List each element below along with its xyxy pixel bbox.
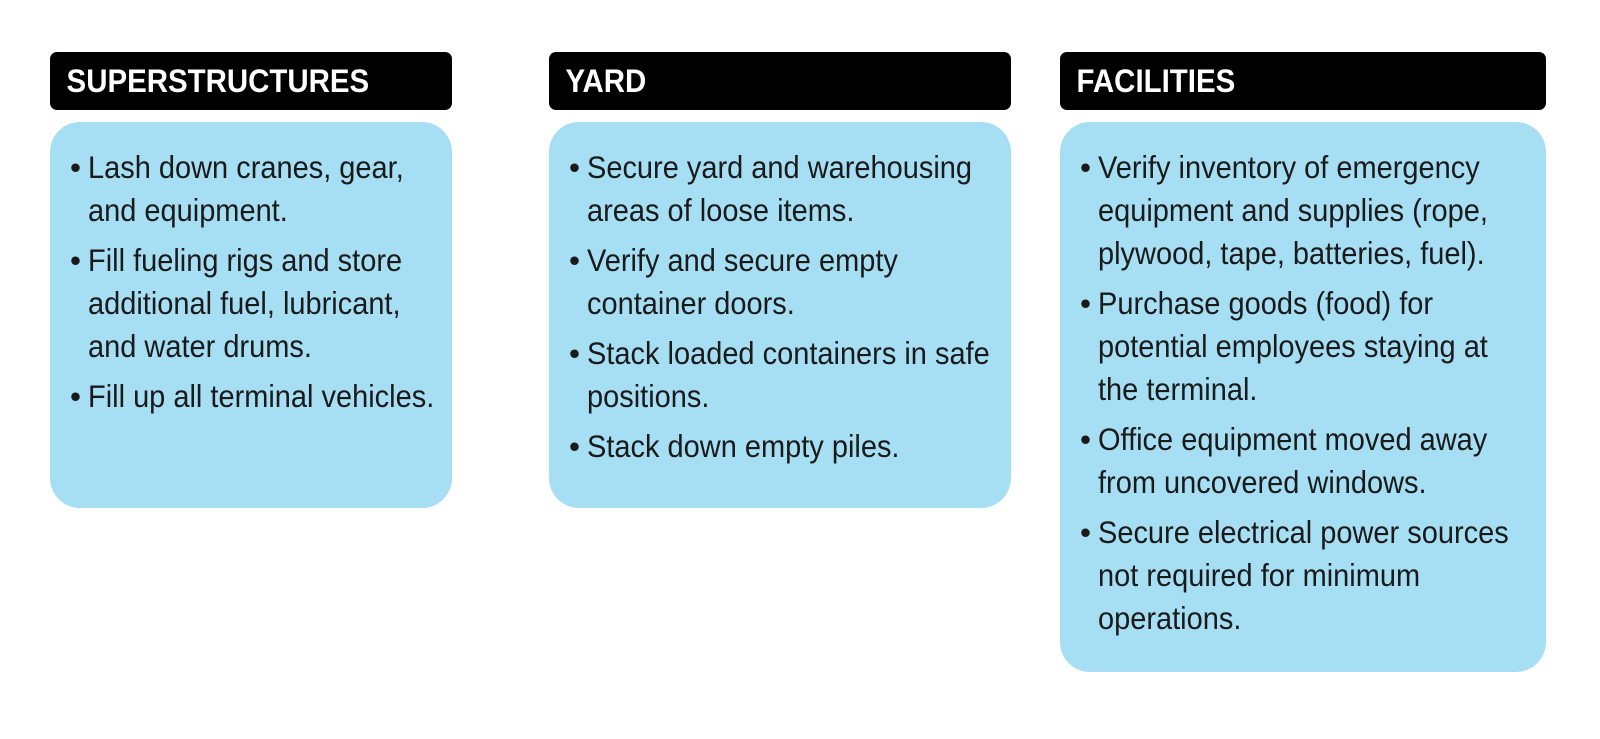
bullet-icon: • xyxy=(1080,421,1092,457)
bullet-icon: • xyxy=(70,378,82,414)
list-item: •Secure yard and warehousing areas of lo… xyxy=(569,146,999,232)
list-item: •Purchase goods (food) for potential emp… xyxy=(1080,282,1534,411)
bullet-icon: • xyxy=(1080,514,1092,550)
superstructures-header: SUPERSTRUCTURES xyxy=(50,52,452,110)
yard-list: •Secure yard and warehousing areas of lo… xyxy=(569,146,999,468)
list-item: •Secure electrical power sources not req… xyxy=(1080,511,1534,640)
list-item: •Stack down empty piles. xyxy=(569,425,999,468)
list-item: •Verify inventory of emergency equipment… xyxy=(1080,146,1534,275)
list-item: •Verify and secure empty container doors… xyxy=(569,239,999,325)
bullet-icon: • xyxy=(70,149,82,185)
yard-header: YARD xyxy=(549,52,1011,110)
facilities-title: FACILITIES xyxy=(1076,63,1236,99)
list-item: •Lash down cranes, gear, and equipment. xyxy=(70,146,440,232)
superstructures-list: •Lash down cranes, gear, and equipment. … xyxy=(70,146,440,418)
bullet-icon: • xyxy=(70,242,82,278)
yard-title: YARD xyxy=(565,63,647,99)
superstructures-title: SUPERSTRUCTURES xyxy=(66,63,370,99)
yard-panel: •Secure yard and warehousing areas of lo… xyxy=(549,122,1011,508)
facilities-list: •Verify inventory of emergency equipment… xyxy=(1080,146,1534,640)
superstructures-panel: •Lash down cranes, gear, and equipment. … xyxy=(50,122,452,508)
list-item: •Office equipment moved away from uncove… xyxy=(1080,418,1534,504)
bullet-icon: • xyxy=(569,335,581,371)
facilities-header: FACILITIES xyxy=(1060,52,1546,110)
bullet-icon: • xyxy=(1080,285,1092,321)
bullet-icon: • xyxy=(569,149,581,185)
bullet-icon: • xyxy=(569,428,581,464)
list-item: •Stack loaded containers in safe positio… xyxy=(569,332,999,418)
bullet-icon: • xyxy=(1080,149,1092,185)
bullet-icon: • xyxy=(569,242,581,278)
list-item: •Fill fueling rigs and store additional … xyxy=(70,239,440,368)
list-item: •Fill up all terminal vehicles. xyxy=(70,375,440,418)
facilities-panel: •Verify inventory of emergency equipment… xyxy=(1060,122,1546,672)
